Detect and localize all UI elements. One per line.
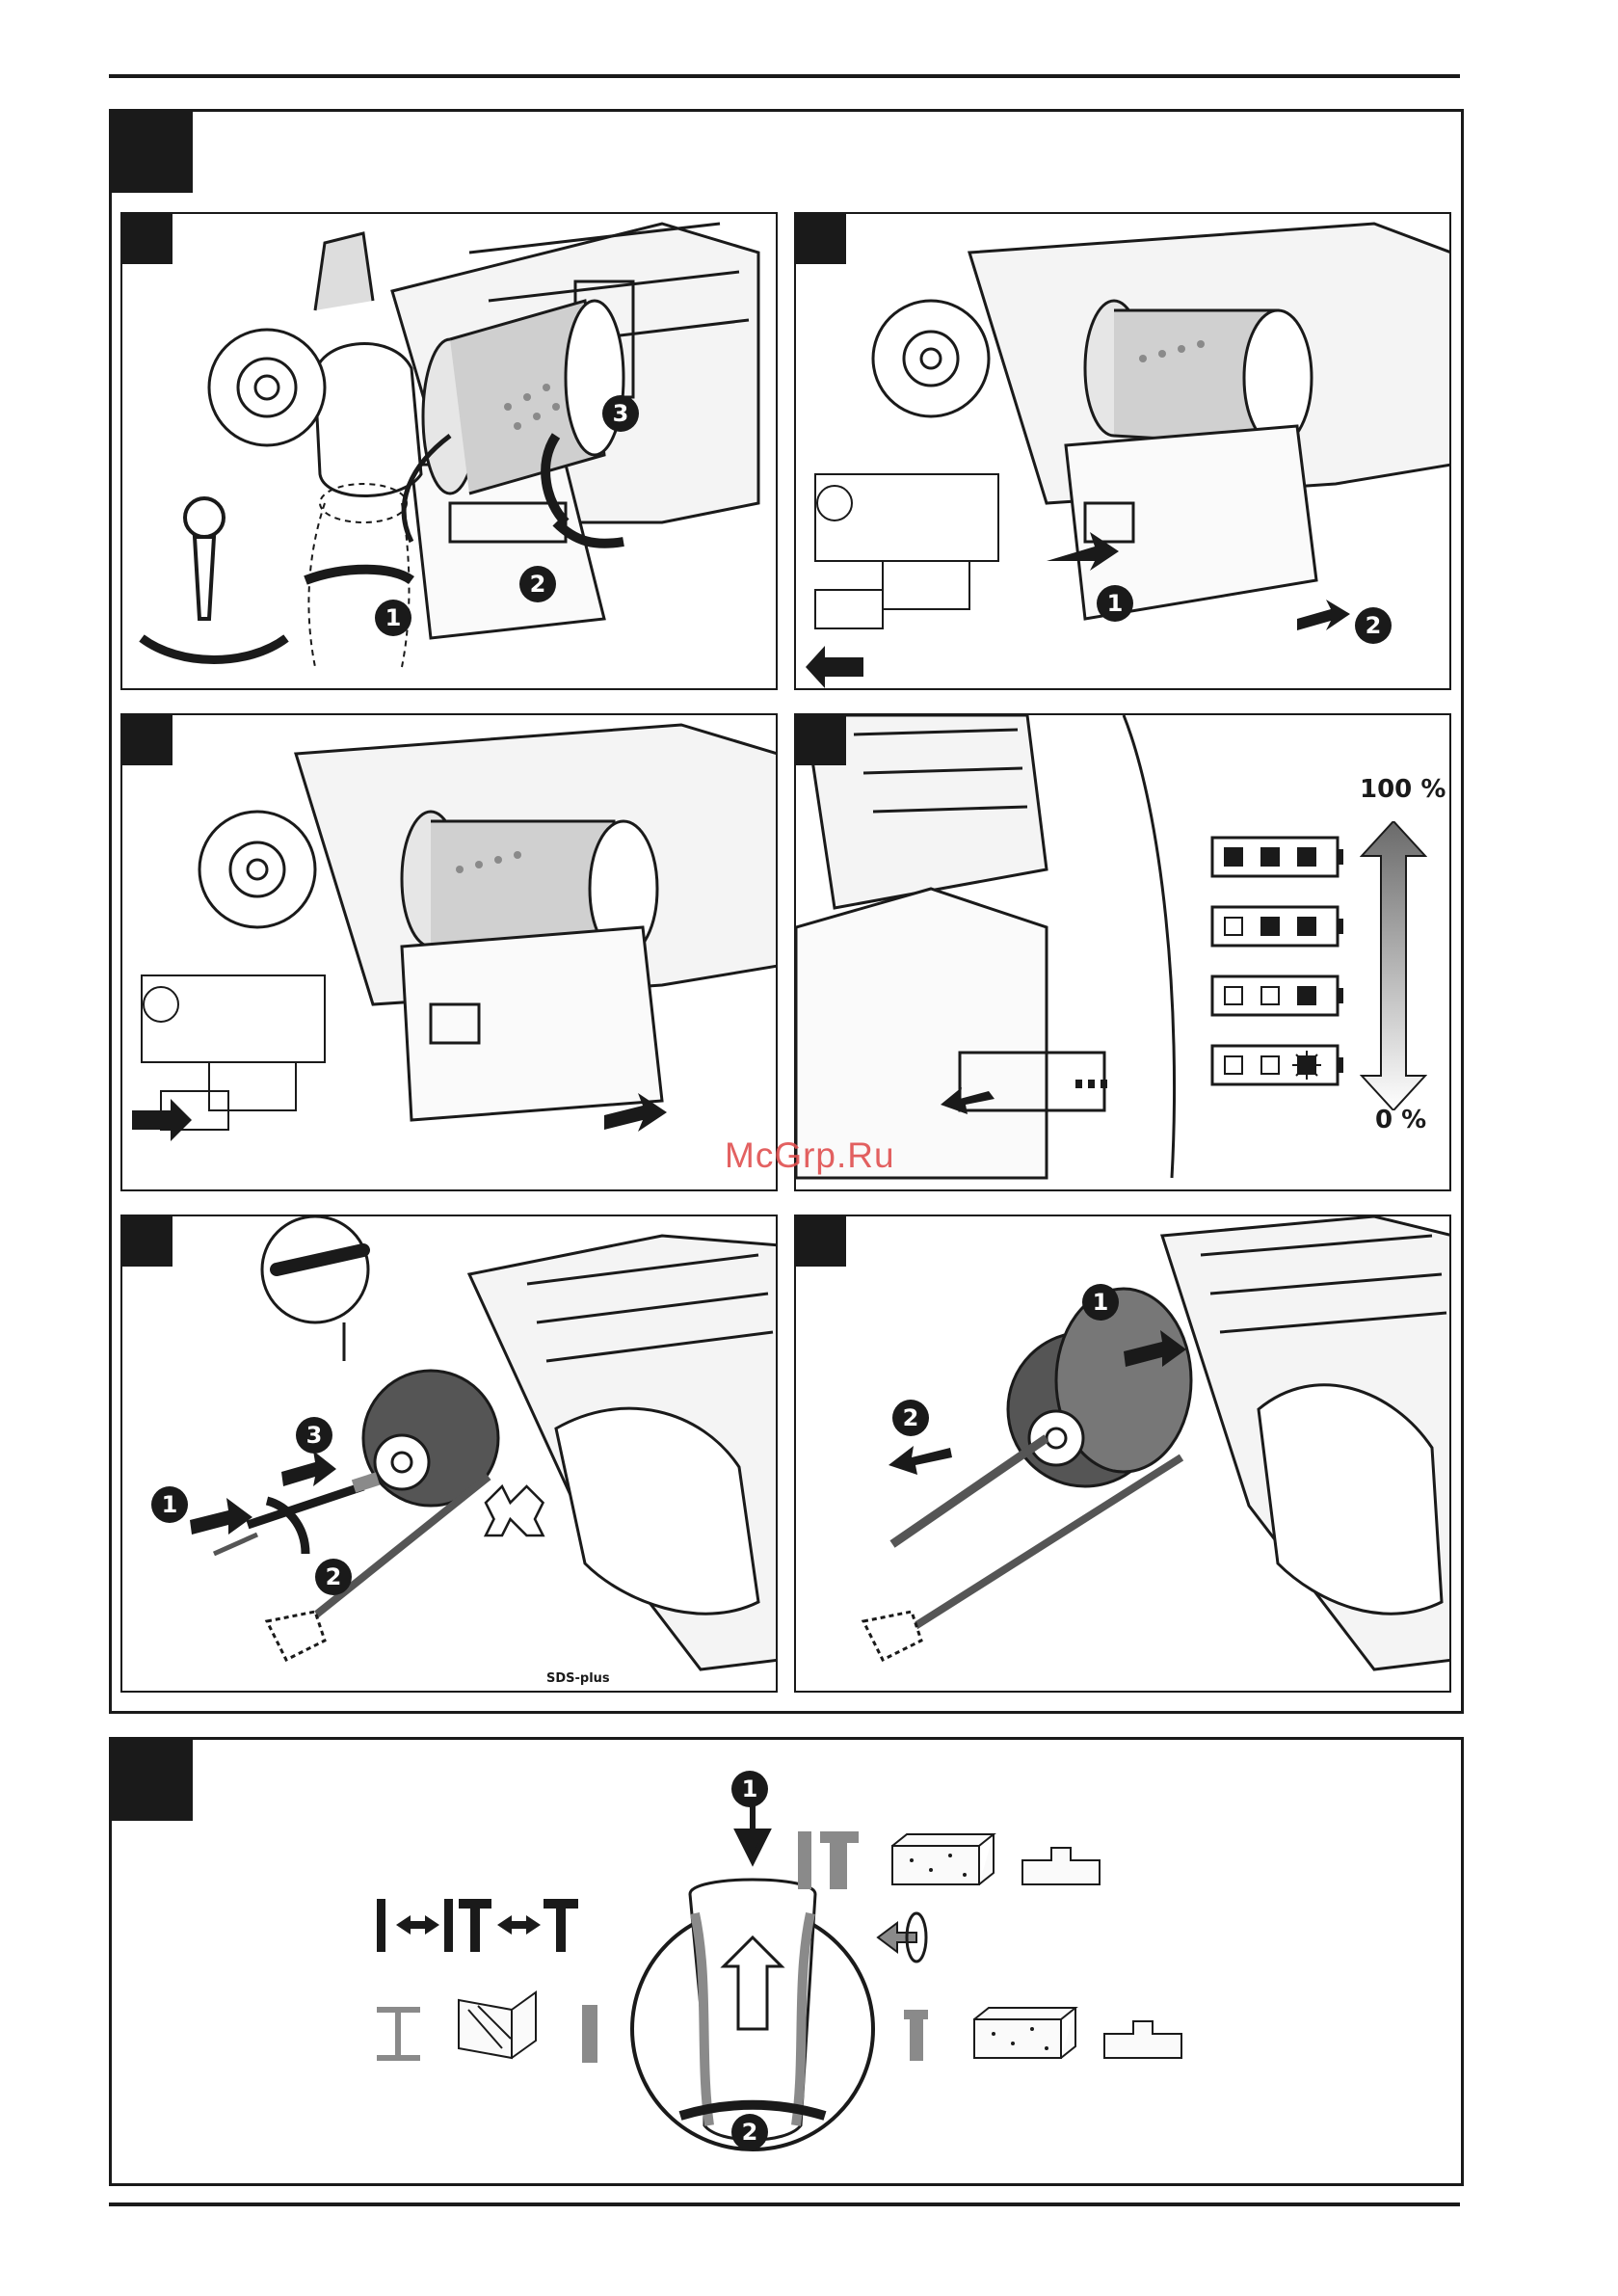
battery-segment-off [1225,987,1242,1004]
battery-tip [1338,849,1343,865]
panel-tab [796,715,846,765]
panel-bit-remove: 1 2 [794,1215,1451,1693]
panel-charge-indicator: 100 % 0 % [794,713,1451,1191]
step-number: 1 [375,600,411,636]
panel-tab [122,214,172,264]
battery-segment-off [1261,1056,1279,1074]
battery-gauge [1210,836,1345,1077]
mode-selector-illustration [112,1740,1461,2183]
panel-battery-insert [120,713,778,1191]
battery-tip [1338,919,1343,934]
step-number: 3 [602,395,639,432]
battery-segment-off [1225,918,1242,935]
sds-plus-label: SDS-plus [546,1671,610,1686]
figure-frame-mode-selector: 1 2 [109,1737,1464,2186]
battery-tip [1338,1057,1343,1073]
battery-segment-lit [1298,848,1315,866]
bit-insert-illustration [122,1216,778,1693]
step-number: 2 [315,1559,352,1595]
battery-segment-off [1261,987,1279,1004]
panel-side-handle: 1 2 3 [120,212,778,690]
step-number: 3 [296,1417,332,1454]
charge-max-label: 100 % [1360,775,1446,804]
step-number: 2 [731,2114,768,2150]
panel-tab [796,1216,846,1267]
battery-level-two-thirds [1210,905,1345,948]
battery-level-icons [1210,836,1345,1086]
battery-segment-off [1225,1056,1242,1074]
panel-bit-insert: 1 2 3 SDS-plus [120,1215,778,1693]
battery-segment-lit [1225,848,1242,866]
bit-remove-illustration [796,1216,1451,1693]
battery-insert-illustration [122,715,778,1191]
panel-tab [122,1216,172,1267]
battery-level-empty-blinking [1210,1044,1345,1086]
battery-segment-lit [1298,918,1315,935]
top-rule [109,74,1460,78]
battery-segment-lit [1298,987,1315,1004]
step-number: 2 [519,566,556,602]
charge-indicator-illustration [796,715,1451,1191]
step-number: 2 [1355,607,1392,644]
panel-tab [796,214,846,264]
battery-tip [1338,988,1343,1003]
side-handle-illustration [122,214,778,690]
step-number: 1 [731,1771,768,1807]
bottom-rule [109,2203,1460,2206]
battery-level-full [1210,836,1345,878]
panel-battery-remove: 1 2 [794,212,1451,690]
battery-level-one-third [1210,974,1345,1017]
panel-tab [122,715,172,765]
charge-scale-arrow [1360,821,1427,1110]
battery-segment-off [1298,1056,1315,1074]
figure-tab [112,112,193,193]
step-number: 1 [1097,585,1133,622]
step-number: 1 [151,1486,188,1523]
charge-min-label: 0 % [1375,1106,1426,1135]
watermark: McGrp.Ru [725,1135,895,1176]
battery-segment-lit [1261,848,1279,866]
step-number: 1 [1082,1284,1119,1321]
battery-segment-lit [1261,918,1279,935]
step-number: 2 [892,1400,929,1436]
